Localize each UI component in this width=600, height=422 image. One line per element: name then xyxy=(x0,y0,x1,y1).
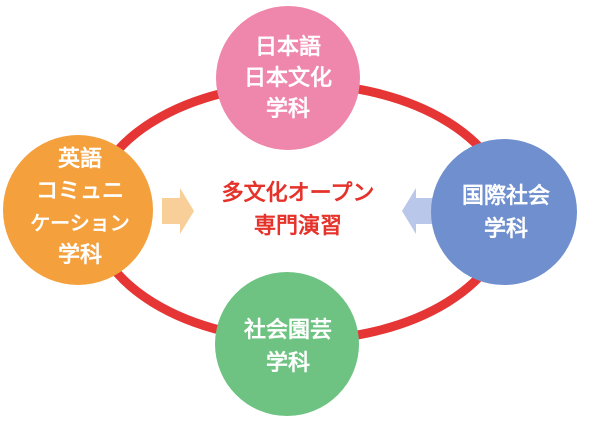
node-top-line-1: 日本語 xyxy=(255,34,321,60)
node-top-line-3: 学科 xyxy=(266,96,310,122)
node-left-line-2: コミュニ xyxy=(36,179,124,204)
node-bottom-line-1: 社会園芸 xyxy=(244,317,332,343)
node-left-line-4: 学科 xyxy=(58,242,102,268)
center-label: 多文化オープン 専門演習 xyxy=(222,180,375,239)
node-top-line-2: 日本文化 xyxy=(244,65,332,91)
node-left-line-3: ケーション xyxy=(30,211,130,235)
node-top-label: 日本語 日本文化 学科 xyxy=(244,34,332,122)
node-right-line-2: 学科 xyxy=(484,216,528,242)
node-left-line-1: 英語 xyxy=(58,146,102,172)
node-right-line-1: 国際社会 xyxy=(462,183,550,209)
center-line-1: 多文化オープン xyxy=(222,180,375,206)
node-right-label: 国際社会 学科 xyxy=(462,183,550,242)
node-left-circle xyxy=(3,135,153,285)
arrow-right-to-center xyxy=(402,188,434,234)
arrow-left-to-center xyxy=(162,188,194,234)
node-bottom-circle xyxy=(215,272,359,416)
center-line-2: 専門演習 xyxy=(254,213,342,239)
node-bottom-label: 社会園芸 学科 xyxy=(244,317,332,376)
node-top-circle xyxy=(216,6,360,150)
node-bottom-line-2: 学科 xyxy=(266,350,310,376)
node-right-circle xyxy=(431,139,577,285)
node-left-label: 英語 コミュニ ケーション 学科 xyxy=(30,146,130,268)
